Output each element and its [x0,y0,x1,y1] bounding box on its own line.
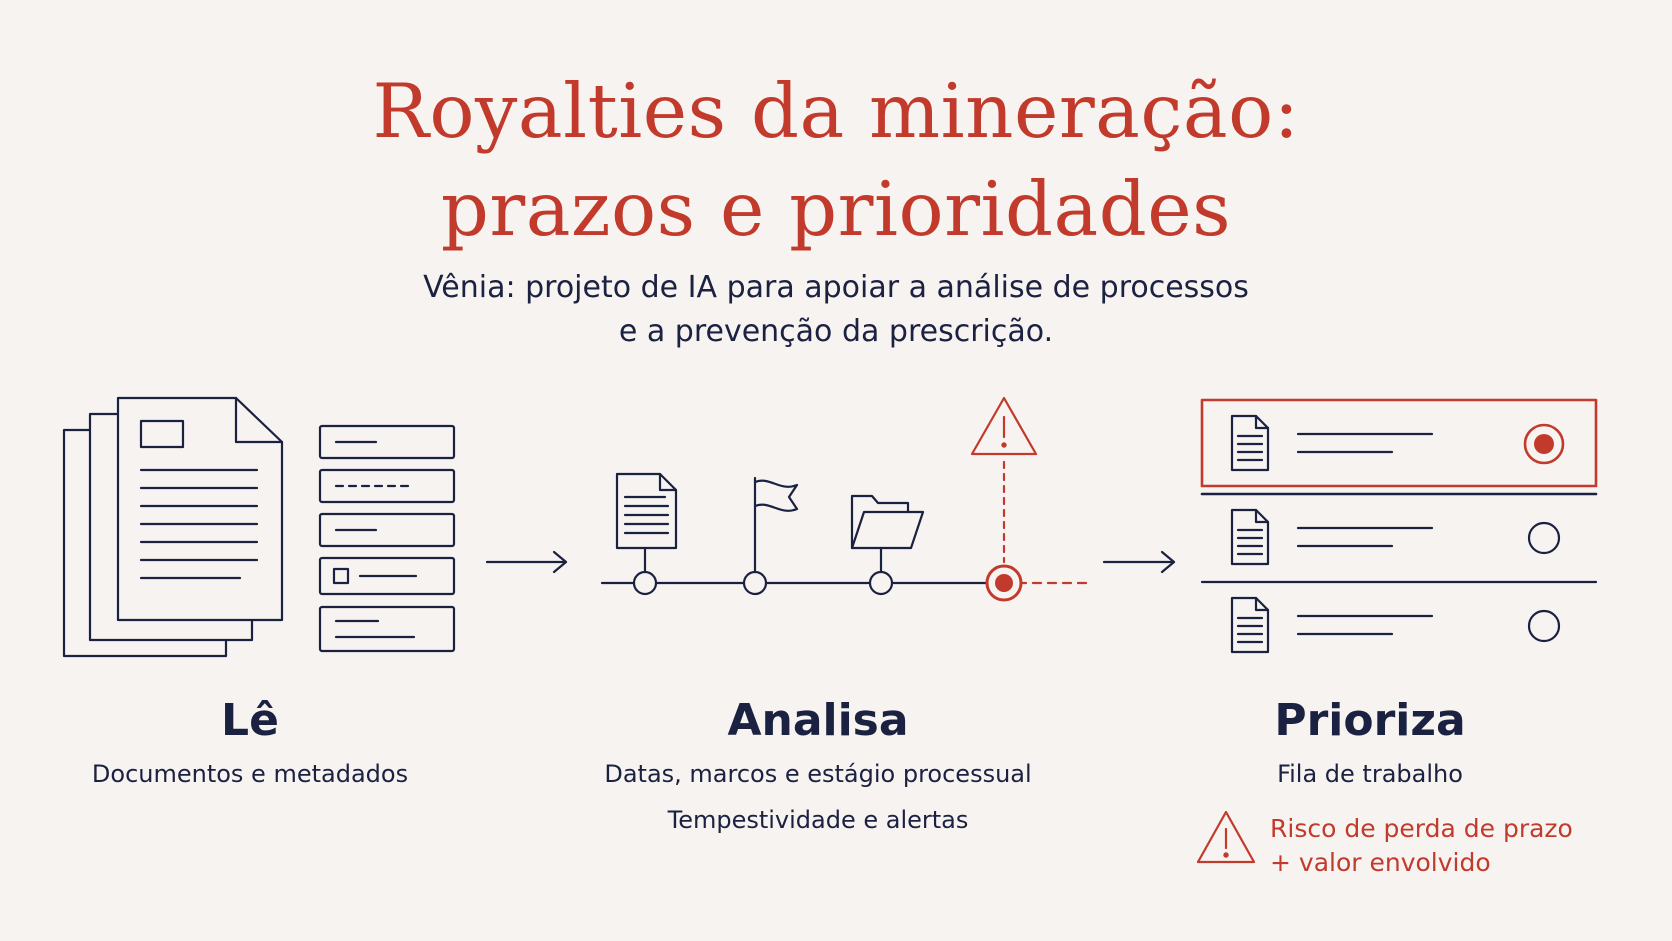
subtitle-line-1: Vênia: projeto de IA para apoiar a análi… [423,270,1249,305]
subtitle-line-2: e a prevenção da prescrição. [618,314,1054,349]
queue-item-3-document-icon [1230,596,1270,654]
form-fields-icon [318,424,456,653]
stage-desc-analisa-1: Datas, marcos e estágio processual [604,760,1032,788]
stage-title-analisa: Analisa [727,695,909,746]
radio-empty-icon [1527,609,1561,643]
stage-desc-prioriza: Fila de trabalho [1277,760,1463,788]
stage-title-prioriza: Prioriza [1274,695,1466,746]
stage-desc-le: Documentos e metadados [91,760,409,788]
risk-note: Risco de perda de prazo + valor envolvid… [1270,812,1573,880]
queue-list-icon [1200,398,1598,654]
queue-item-2-document-icon [1230,508,1270,566]
radio-selected-icon [1523,423,1565,465]
risk-line-2: + valor envolvido [1270,848,1491,877]
arrow-right-icon [485,550,568,574]
queue-item-1-document-icon [1230,414,1270,472]
document-icon [615,472,678,596]
document-stack-icon [62,396,284,658]
warning-icon [970,396,1038,602]
risk-line-1: Risco de perda de prazo [1270,814,1573,843]
radio-empty-icon [1527,521,1561,555]
flag-icon [742,476,799,596]
stage-desc-analisa-2: Tempestividade e alertas [667,806,969,834]
subtitle: Vênia: projeto de IA para apoiar a análi… [0,266,1672,354]
title-line-2: prazos e prioridades [440,165,1232,253]
warning-icon [1196,810,1256,864]
folder-icon [850,494,925,596]
stage-title-le: Lê [221,695,279,746]
title-line-1: Royalties da mineração: [372,67,1300,155]
arrow-right-icon [1102,550,1176,574]
page-title: Royalties da mineração: prazos e priorid… [0,62,1672,258]
